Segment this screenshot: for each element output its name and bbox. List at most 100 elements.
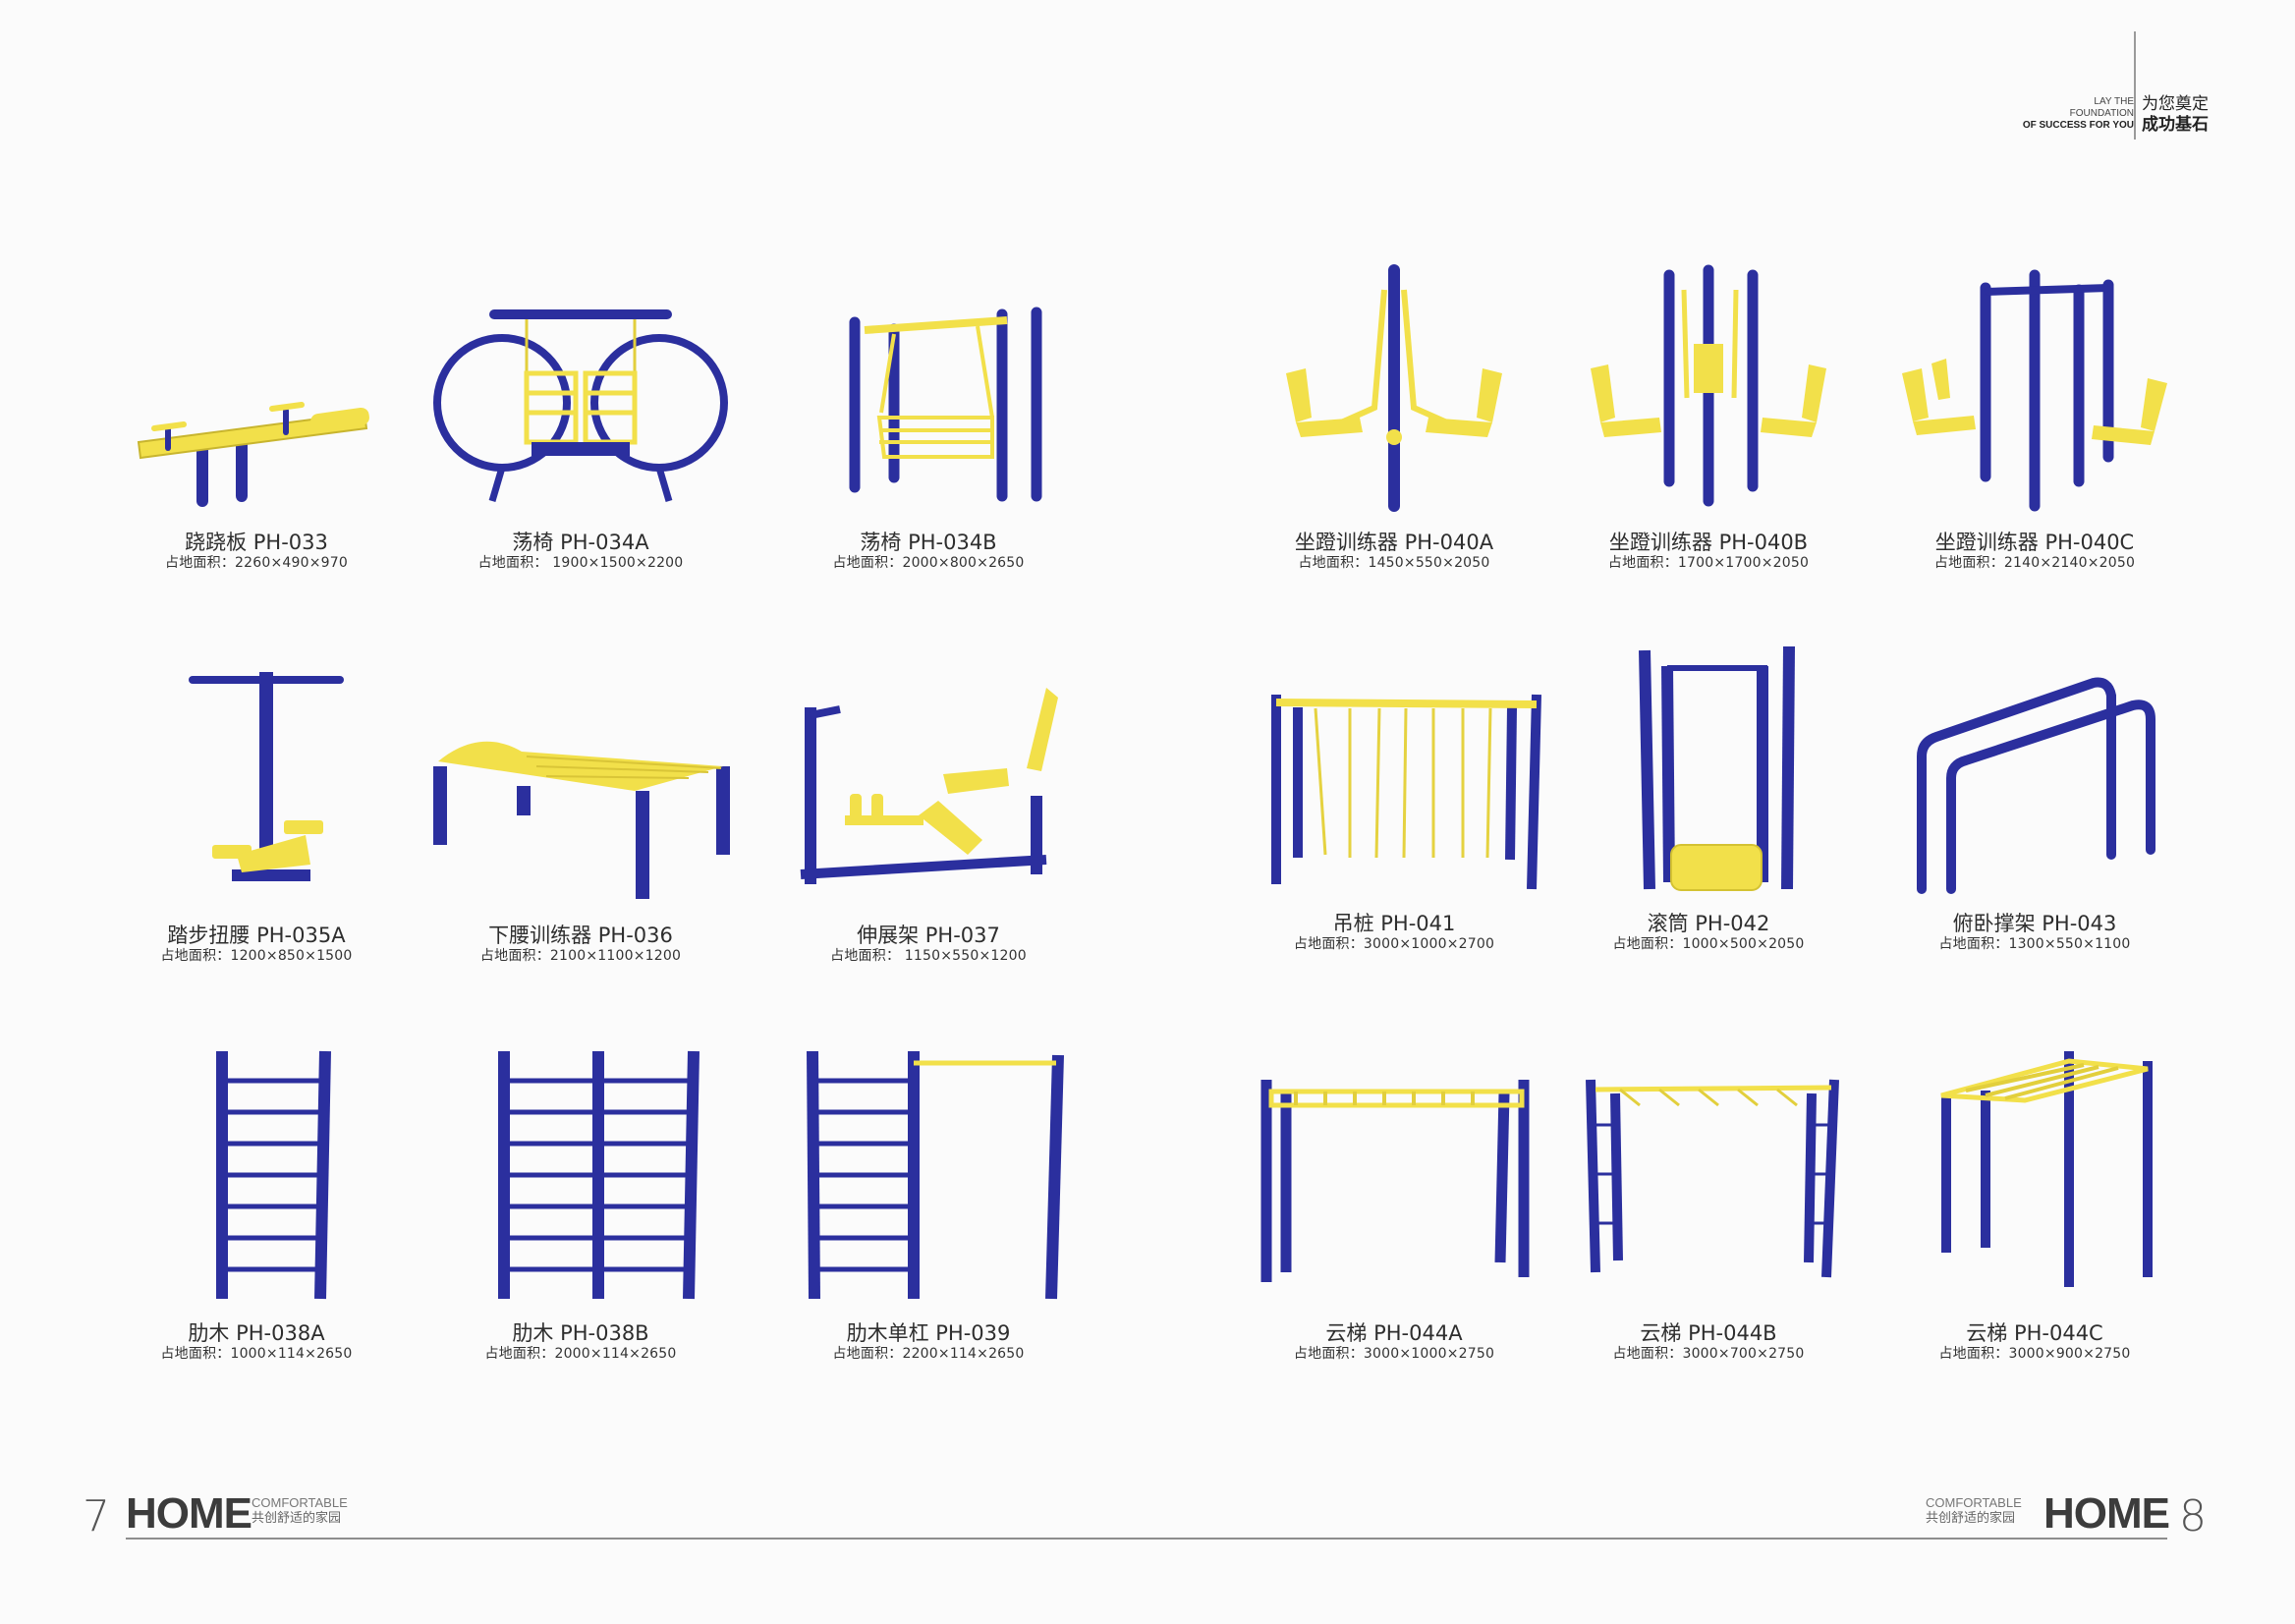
product-caption: 荡椅 PH-034B 占地面积：2000×800×2650	[766, 531, 1091, 572]
tagline-en-line: FOUNDATION	[2069, 108, 2134, 119]
footer-divider	[126, 1538, 2167, 1540]
footer-brand-right: COMFORTABLE 共创舒适的家园	[1926, 1495, 2022, 1527]
swing-chair-icon	[849, 307, 1042, 502]
product-name: 吊桩 PH-041	[1332, 912, 1456, 935]
product-spec: 占地面积：1000×500×2050	[1612, 936, 1805, 952]
product-caption: 云梯 PH-044B 占地面积：3000×700×2750	[1546, 1321, 1871, 1363]
product-spec: 占地面积：2000×800×2650	[832, 555, 1025, 571]
product-card	[94, 334, 419, 531]
product-caption: 云梯 PH-044C 占地面积：3000×900×2750	[1873, 1321, 2197, 1363]
product-spec: 占地面积：3000×1000×2700	[1293, 936, 1495, 952]
product-name: 坐蹬训练器 PH-040A	[1294, 531, 1494, 554]
stretch-rack-icon	[800, 688, 1058, 884]
product-card	[1873, 260, 2197, 516]
wall-bars-pullup-icon	[807, 1050, 1064, 1300]
product-card	[766, 678, 1091, 904]
footer-comfortable: COMFORTABLE	[252, 1495, 348, 1510]
page-number-left: 7	[83, 1491, 110, 1541]
product-card	[1546, 260, 1871, 516]
product-name: 肋木 PH-038A	[188, 1321, 325, 1345]
product-card	[1242, 683, 1566, 909]
product-spec: 占地面积：3000×700×2750	[1612, 1346, 1805, 1362]
product-spec: 占地面积：1000×114×2650	[160, 1346, 353, 1362]
product-spec: 占地面积： 1900×1500×2200	[477, 555, 684, 571]
wall-bars-double-icon	[498, 1050, 700, 1300]
seated-push-trainer-3-icon	[1591, 264, 1826, 507]
seesaw-icon	[137, 402, 369, 507]
tagline-cn: 为您奠定 成功基石	[2142, 94, 2209, 136]
wall-bars-single-icon	[216, 1050, 331, 1300]
product-name: 肋木单杠 PH-039	[846, 1321, 1011, 1345]
seated-push-trainer-4-icon	[1902, 269, 2167, 512]
product-name: 云梯 PH-044A	[1325, 1321, 1463, 1345]
swing-chair-circle-icon	[433, 309, 728, 502]
product-name: 俯卧撑架 PH-043	[1952, 912, 2117, 935]
product-name: 云梯 PH-044C	[1966, 1321, 2103, 1345]
monkey-bars-a-icon	[1260, 1080, 1530, 1282]
product-caption: 坐蹬训练器 PH-040A 占地面积：1450×550×2050	[1232, 531, 1556, 572]
product-name: 踏步扭腰 PH-035A	[167, 924, 346, 947]
product-name: 荡椅 PH-034B	[860, 531, 997, 554]
product-caption: 肋木 PH-038B 占地面积：2000×114×2650	[419, 1321, 743, 1363]
hanging-posts-icon	[1271, 694, 1541, 890]
back-bend-trainer-icon	[433, 741, 730, 899]
product-card	[94, 658, 419, 904]
product-caption: 云梯 PH-044A 占地面积：3000×1000×2750	[1232, 1321, 1556, 1363]
product-name: 跷跷板 PH-033	[185, 531, 328, 554]
seated-push-trainer-2-icon	[1286, 264, 1502, 512]
product-caption: 吊桩 PH-041 占地面积：3000×1000×2700	[1232, 912, 1556, 953]
product-caption: 俯卧撑架 PH-043 占地面积：1300×550×1100	[1873, 912, 2197, 953]
product-name: 云梯 PH-044B	[1640, 1321, 1777, 1345]
product-spec: 占地面积：2140×2140×2050	[1933, 555, 2136, 571]
product-name: 肋木 PH-038B	[512, 1321, 649, 1345]
pushup-rack-icon	[1917, 677, 2155, 894]
product-card	[1232, 1066, 1556, 1307]
stepper-twister-icon	[189, 672, 344, 881]
product-card	[1873, 1041, 2197, 1307]
product-name: 伸展架 PH-037	[857, 924, 1000, 947]
product-card	[1546, 1066, 1871, 1307]
tagline-cn-line: 成功基石	[2142, 115, 2209, 135]
product-card	[419, 1041, 743, 1307]
footer-brand-left: COMFORTABLE 共创舒适的家园	[252, 1495, 348, 1527]
product-spec: 占地面积：2260×490×970	[165, 555, 348, 571]
product-spec: 占地面积：1300×550×1100	[1938, 936, 2131, 952]
product-name: 荡椅 PH-034A	[512, 531, 649, 554]
product-caption: 踏步扭腰 PH-035A 占地面积：1200×850×1500	[94, 924, 419, 965]
product-card	[419, 707, 743, 914]
tagline-en: LAY THE FOUNDATION OF SUCCESS FOR YOU	[2004, 96, 2134, 132]
product-caption: 跷跷板 PH-033 占地面积：2260×490×970	[94, 531, 419, 572]
product-card	[419, 295, 743, 521]
product-name: 坐蹬训练器 PH-040C	[1934, 531, 2135, 554]
product-spec: 占地面积：3000×900×2750	[1938, 1346, 2131, 1362]
product-caption: 荡椅 PH-034A 占地面积： 1900×1500×2200	[419, 531, 743, 572]
product-spec: 占地面积：2200×114×2650	[832, 1346, 1025, 1362]
product-caption: 滚筒 PH-042 占地面积：1000×500×2050	[1546, 912, 1871, 953]
product-caption: 坐蹬训练器 PH-040C 占地面积：2140×2140×2050	[1873, 531, 2197, 572]
product-spec: 占地面积：1200×850×1500	[160, 948, 353, 964]
product-caption: 伸展架 PH-037 占地面积： 1150×550×1200	[766, 924, 1091, 965]
product-spec: 占地面积：1700×1700×2050	[1607, 555, 1810, 571]
product-card	[1232, 260, 1556, 516]
page-number-right: 8	[2179, 1491, 2207, 1541]
product-card	[94, 1041, 419, 1307]
product-spec: 占地面积：2100×1100×1200	[479, 948, 682, 964]
product-caption: 肋木 PH-038A 占地面积：1000×114×2650	[94, 1321, 419, 1363]
product-caption: 肋木单杠 PH-039 占地面积：2200×114×2650	[766, 1321, 1091, 1363]
tagline-divider	[2134, 31, 2136, 140]
product-card	[1546, 639, 1871, 899]
product-card	[1873, 668, 2197, 904]
tagline-cn-line: 为您奠定	[2142, 94, 2209, 114]
product-card	[766, 295, 1091, 521]
product-spec: 占地面积： 1150×550×1200	[830, 948, 1027, 964]
monkey-bars-b-icon	[1586, 1079, 1839, 1278]
product-name: 滚筒 PH-042	[1647, 912, 1770, 935]
footer-home-right: HOME	[2043, 1489, 2170, 1538]
product-spec: 占地面积：2000×114×2650	[484, 1346, 677, 1362]
tagline-en-line: OF SUCCESS FOR YOU	[2022, 120, 2134, 131]
footer-cn: 共创舒适的家园	[252, 1511, 342, 1526]
product-name: 下腰训练器 PH-036	[488, 924, 673, 947]
product-name: 坐蹬训练器 PH-040B	[1608, 531, 1809, 554]
product-caption: 下腰训练器 PH-036 占地面积：2100×1100×1200	[419, 924, 743, 965]
product-caption: 坐蹬训练器 PH-040B 占地面积：1700×1700×2050	[1546, 531, 1871, 572]
